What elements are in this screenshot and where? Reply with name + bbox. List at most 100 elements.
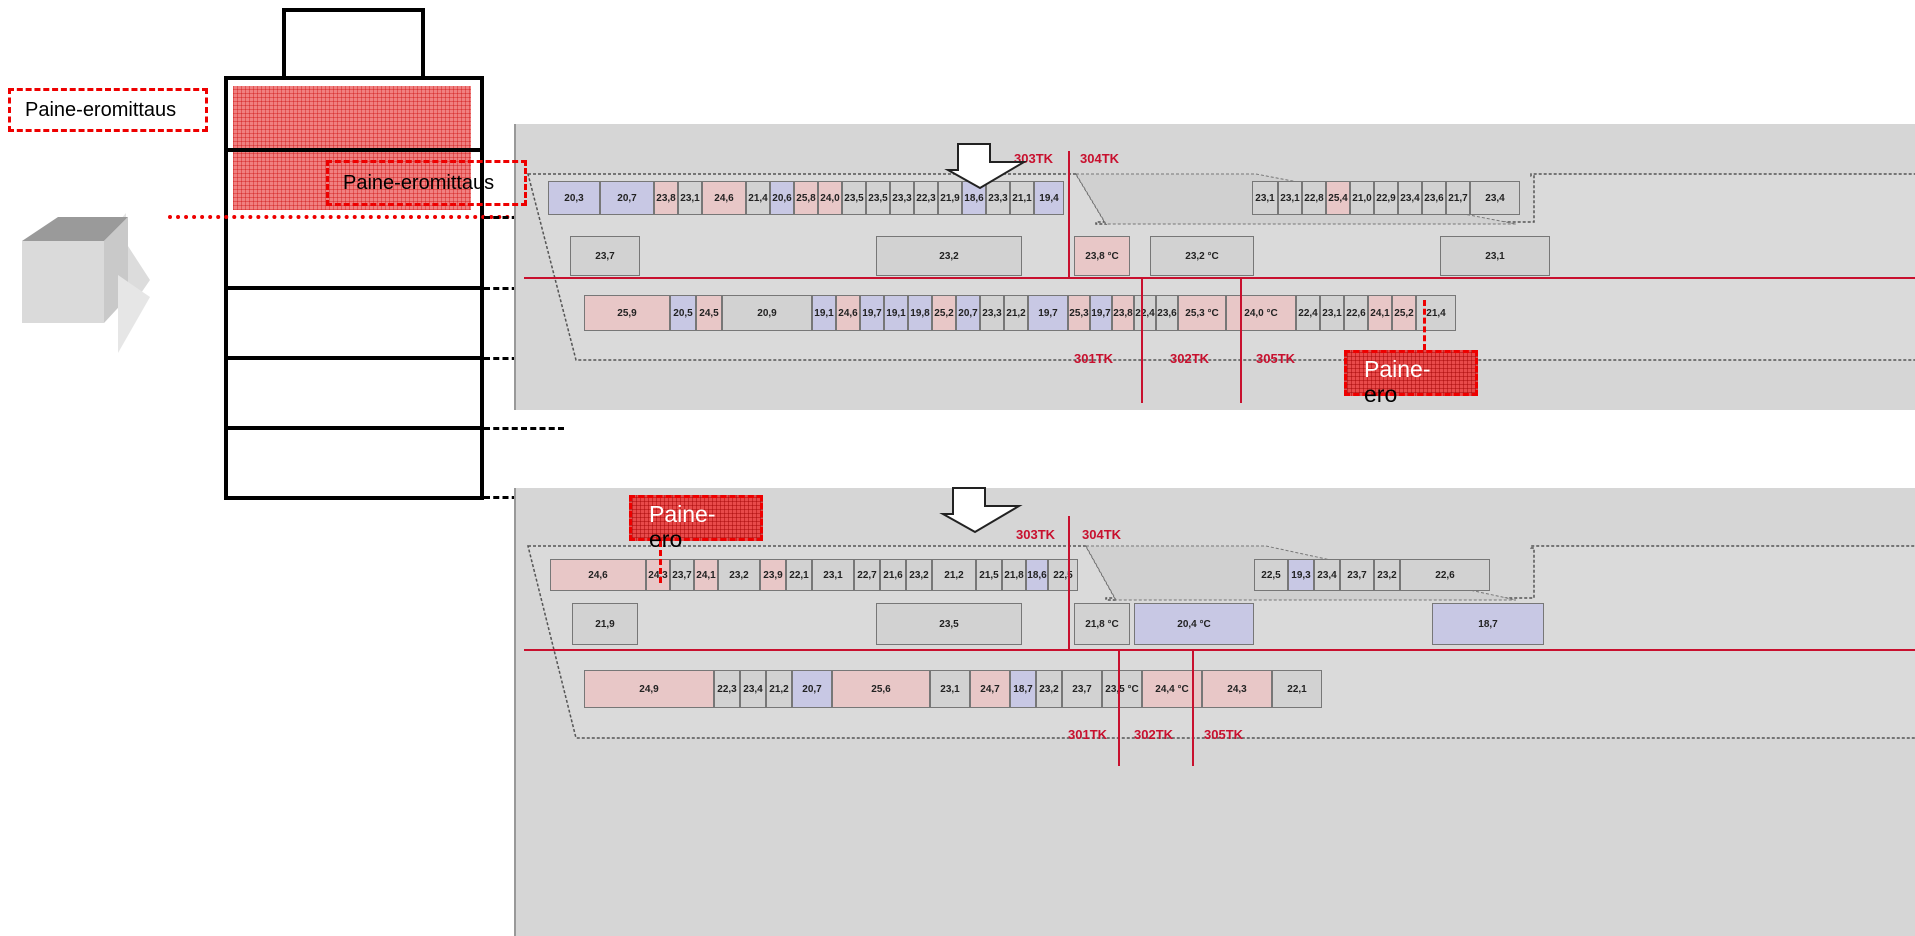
room-temperature: 20,7 [792,670,832,708]
room-temperature: 19,7 [1028,295,1068,331]
room-temperature: 21,8 °C [1074,603,1130,645]
room-temperature: 23,1 [812,559,854,591]
room-temperature: 23,3 [980,295,1004,331]
room-temperature: 19,1 [812,295,836,331]
duct-line-vertical [1068,516,1070,649]
room-temperature: 20,4 °C [1134,603,1254,645]
room-temperature: 23,1 [930,670,970,708]
duct-label: 303TK [1016,527,1056,542]
room-temperature: 23,3 [986,181,1010,215]
room-temperature: 23,1 [1278,181,1302,215]
duct-label: 302TK [1134,727,1174,742]
room-temperature: 25,3 [1068,295,1090,331]
room-temperature: 23,5 [842,181,866,215]
room-temperature: 25,2 [932,295,956,331]
room-temperature: 18,7 [1010,670,1036,708]
room-temperature: 19,7 [1090,295,1112,331]
room-temperature: 23,8 [1112,295,1134,331]
down-arrow-icon [944,143,1028,190]
callout-label: Paine-eromittaus [25,98,177,121]
room-temperature: 21,2 [932,559,976,591]
room-temperature: 23,4 [1314,559,1340,591]
room-temperature: 23,1 [1440,236,1550,276]
duct-label: 304TK [1082,527,1122,542]
room-temperature: 23,1 [1320,295,1344,331]
floor-line [224,356,484,360]
room-temperature: 20,7 [600,181,654,215]
room-temperature: 22,6 [1400,559,1490,591]
pressure-measurement-callout: Paine-eromittaus [326,160,527,206]
room-temperature: 21,5 [976,559,1002,591]
room-temperature: 23,2 °C [1150,236,1254,276]
room-temperature: 19,3 [1288,559,1314,591]
room-temperature: 23,2 [1374,559,1400,591]
room-temperature: 21,9 [938,181,962,215]
duct-label: 301TK [1068,727,1108,742]
room-temperature: 21,6 [880,559,906,591]
room-temperature: 24,0 °C [1226,295,1296,331]
room-temperature: 21,4 [746,181,770,215]
room-temperature: 23,6 [1156,295,1178,331]
room-temperature: 22,3 [914,181,938,215]
room-temperature: 23,7 [570,236,640,276]
room-temperature: 24,1 [694,559,718,591]
room-temperature: 24,6 [836,295,860,331]
room-temperature: 18,7 [1432,603,1544,645]
floor-line [224,148,484,152]
duct-label: 305TK [1256,351,1296,366]
floor-plan-lower [514,488,1915,936]
callout-label: ero [649,526,683,552]
room-temperature: 25,8 [794,181,818,215]
floor-line-highlight [168,215,558,219]
room-temperature: 25,3 °C [1178,295,1226,331]
duct-label: 305TK [1204,727,1244,742]
room-temperature: 22,5 [1254,559,1288,591]
room-temperature: 25,4 [1326,181,1350,215]
room-temperature: 22,4 [1134,295,1156,331]
room-temperature: 19,8 [908,295,932,331]
duct-label: 301TK [1074,351,1114,366]
room-temperature: 20,6 [770,181,794,215]
room-temperature: 23,2 [718,559,760,591]
room-temperature: 23,5 [876,603,1022,645]
duct-line-horizontal [524,277,1915,279]
room-temperature: 24,5 [696,295,722,331]
floor-line [224,286,484,290]
room-temperature: 22,8 [1302,181,1326,215]
room-temperature: 23,3 [890,181,914,215]
pressure-diff-callout: Paine- ero [1344,350,1478,407]
room-temperature: 23,8 °C [1074,236,1130,276]
floor-leader-line [484,427,564,430]
room-temperature: 25,6 [832,670,930,708]
room-temperature: 25,9 [584,295,670,331]
room-temperature: 21,1 [1010,181,1034,215]
callout-label: Paine-eromittaus [343,171,495,194]
room-temperature: 21,7 [1446,181,1470,215]
room-temperature: 24,1 [1368,295,1392,331]
room-temperature: 20,7 [956,295,980,331]
pressure-diff-callout: Paine- ero [629,495,763,552]
room-temperature: 23,7 [670,559,694,591]
pressure-point-marker [659,541,662,583]
room-temperature: 19,7 [860,295,884,331]
callout-label: Paine- [1364,356,1431,382]
room-temperature: 24,9 [584,670,714,708]
room-temperature: 21,0 [1350,181,1374,215]
room-temperature: 24,3 [646,559,670,591]
room-temperature: 24,7 [970,670,1010,708]
room-temperature: 22,3 [714,670,740,708]
duct-label: 304TK [1080,151,1120,166]
room-temperature: 22,9 [1374,181,1398,215]
room-temperature: 22,1 [786,559,812,591]
room-temperature: 24,6 [702,181,746,215]
room-temperature: 23,7 [1340,559,1374,591]
room-temperature: 22,4 [1296,295,1320,331]
room-temperature: 23,4 [740,670,766,708]
room-temperature: 23,2 [876,236,1022,276]
callout-label: ero [1364,381,1398,407]
room-temperature: 23,4 [1398,181,1422,215]
room-temperature: 22,6 [1344,295,1368,331]
room-temperature: 23,8 [654,181,678,215]
building-roof-structure [282,8,425,80]
room-temperature: 24,6 [550,559,646,591]
